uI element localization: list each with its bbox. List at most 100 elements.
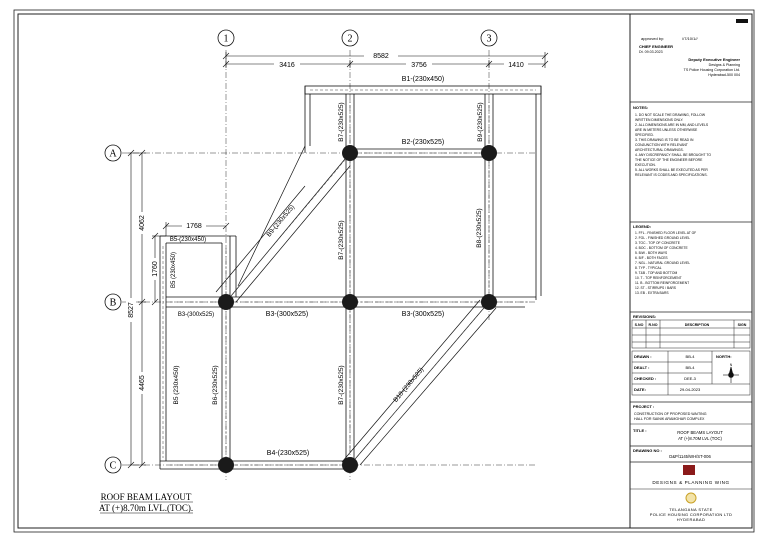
beam-outlines — [159, 85, 542, 470]
note-line: 1. DO NOT SCALE THE DRAWING, FOLLOW — [635, 113, 706, 117]
approvals-table — [631, 350, 751, 396]
beam-label-b1: B1-(230x450) — [402, 76, 444, 83]
stamp-date: Dt. 09.03.2023 — [639, 50, 663, 54]
grid-label-2: 2 — [348, 34, 353, 45]
title-line2: AT (+)8.70M LVL (TOC) — [678, 436, 722, 441]
note-line: CONJUNCTION WITH RELEVANT — [635, 143, 688, 147]
drawing-no: D&P/1145/WH/ST-006 — [669, 454, 711, 459]
legend-list: 1. FFL - FINISHED FLOOR LEVEL AT GF 2. F… — [635, 231, 696, 295]
org-line1: TELANGANA STATE — [669, 507, 712, 512]
note-line: SPECIFIED. — [635, 133, 654, 137]
date-label: DATE: — [634, 387, 646, 392]
beam-layout-plan: 1 2 3 A B C — [99, 29, 549, 514]
beam-label-b2: B2-(230x525) — [402, 139, 444, 146]
project-label: PROJECT : — [633, 404, 654, 409]
dim-span-2-3: 3756 — [411, 62, 427, 69]
note-line: THE NOTICE OF THE ENGINEER BEFORE — [635, 158, 703, 162]
note-line: 4. ANY DISCREPANCY SHALL BE BROUGHT TO — [635, 153, 711, 157]
dim-overall-top: 8582 — [373, 53, 389, 60]
grid-label-a: A — [109, 149, 117, 160]
legend-line: 2. FGL - FINISHED GROUND LEVEL — [635, 236, 690, 240]
date-value: 29-04-2023 — [680, 387, 701, 392]
emblem-icon — [685, 492, 697, 504]
north-arrow-icon: N — [723, 363, 739, 383]
rev-header-description: DESCRIPTION — [685, 323, 710, 327]
officer-title: Deputy Executive Engineer — [688, 57, 740, 62]
title-label: TITLE : — [633, 428, 647, 433]
grid-label-b: B — [110, 298, 117, 309]
legend-title: LEGEND: — [633, 224, 651, 229]
columns — [218, 145, 497, 473]
grid-lines — [122, 50, 535, 480]
grid-bubble-col-1: 1 — [217, 29, 235, 47]
grid-bubble-row-b: B — [104, 293, 122, 311]
rev-header-sno: S.NO — [635, 323, 644, 327]
beam-label-b5-top: B5-(230x450) — [170, 237, 206, 243]
beam-label-b7-mid: B7-(230x525) — [338, 220, 345, 259]
org-line2: POLICE HOUSING CORPORATION LTD — [650, 512, 732, 517]
beam-label-b4: B4-(230x525) — [267, 450, 309, 457]
title-line1: ROOF BEAMS LAYOUT — [677, 430, 723, 435]
dim-span-3-end: 1410 — [508, 62, 524, 69]
beam-label-b10: B10-(230x525) — [392, 366, 425, 403]
beam-label-b3-mid: B3-(300x525) — [266, 311, 308, 318]
project-line2: HALL FOR SAINIK ARAMGHAR COMPLEX — [634, 417, 705, 421]
beam-label-b7-top: B7-(230x525) — [338, 102, 345, 141]
legend-line: 10. T - TOP REINFORCEMENT — [635, 276, 682, 280]
grid-bubble-col-3: 3 — [480, 29, 498, 47]
note-line: RELEVANT IS CODES AND SPECIFICATIONS. — [635, 173, 708, 177]
beam-label-b5-lower: B5 (230x450) — [173, 365, 180, 404]
dim-span-b-c: 4465 — [139, 375, 146, 391]
beam-label-b5-upper: B5 (230x450) — [171, 252, 177, 288]
legend-line: 13. EB - EXTRA BARS — [635, 291, 669, 295]
beam-label-b7-low: B7-(230x525) — [338, 365, 345, 404]
svg-text:N: N — [730, 363, 733, 367]
title-block: approved by: //7/10/1// CHIEF ENGINEER D… — [630, 19, 752, 522]
legend-line: 5. B/W - BOTH WAYS — [635, 251, 668, 255]
notes-title: NOTES: — [633, 105, 648, 110]
note-line: 3. THIS DRAWING IS TO BE READ IN — [635, 138, 694, 142]
grid-bubble-col-2: 2 — [341, 29, 359, 47]
legend-line: 6. B/F - BOTH FACES — [635, 256, 668, 260]
column-b1 — [218, 294, 234, 310]
dim-bay-width: 1768 — [186, 223, 202, 230]
column-c1 — [218, 457, 234, 473]
grid-bubble-row-a: A — [104, 144, 122, 162]
project-line1: CONSTRUCTION OF PROPOSED WAITING — [634, 412, 707, 416]
column-a2 — [342, 145, 358, 161]
dealt-label: DEALT : — [634, 365, 649, 370]
dealt-value: BB-4 — [686, 365, 696, 370]
left-dimensions — [127, 149, 230, 469]
legend-line: 11. B - BOTTOM REINFORCEMENT — [635, 281, 689, 285]
note-line: 2. ALL DIMENSIONS ARE IN MM, AND LEVELS — [635, 123, 709, 127]
beam-label-b3-right: B3-(300x525) — [402, 311, 444, 318]
grid-label-1: 1 — [224, 34, 229, 45]
beam-label-b8: B8-(230x525) — [476, 208, 483, 247]
legend-line: 7. NGL - NATURAL GROUND LEVEL — [635, 261, 690, 265]
org-line3: HYDERABAD — [677, 517, 706, 522]
wing-name: DESIGNS & PLANNING WING — [652, 480, 729, 485]
beam-label-b3-left: B3-(300x525) — [178, 312, 214, 318]
chief-engineer: CHIEF ENGINEER — [639, 44, 673, 49]
revisions-title: REVISIONS: — [633, 314, 656, 319]
legend-line: 3. TOC - TOP OF CONCRETE — [635, 241, 681, 245]
rev-header-rno: R.NO — [649, 323, 658, 327]
grid-bubble-row-c: C — [104, 456, 122, 474]
drawing-frame — [17, 13, 753, 529]
checked-label: CHECKED : — [634, 376, 656, 381]
notes-list: 1. DO NOT SCALE THE DRAWING, FOLLOW WRIT… — [635, 113, 711, 177]
column-c2 — [342, 457, 358, 473]
legend-line: 9. T&B - TOP AND BOTTOM — [635, 271, 677, 275]
note-line: 5. ALL WORKS SHALL BE EXECUTED AS PER — [635, 168, 708, 172]
legend-line: 1. FFL - FINISHED FLOOR LEVEL AT GF — [635, 231, 696, 235]
dp-logo-icon — [683, 465, 695, 475]
column-b2 — [342, 294, 358, 310]
note-line: EXECUTION. — [635, 163, 656, 167]
beam-labels: B1-(230x450) B2-(230x525) B3-(300x525) B… — [170, 76, 484, 457]
approved-by: approved by: — [641, 36, 664, 41]
legend-line: 4. BOC - BOTTOM OF CONCRETE — [635, 246, 688, 250]
legend-line: 12. ST - STIRRUPS / BARS — [635, 286, 677, 290]
grid-label-3: 3 — [487, 34, 492, 45]
grid-label-c: C — [110, 461, 117, 472]
